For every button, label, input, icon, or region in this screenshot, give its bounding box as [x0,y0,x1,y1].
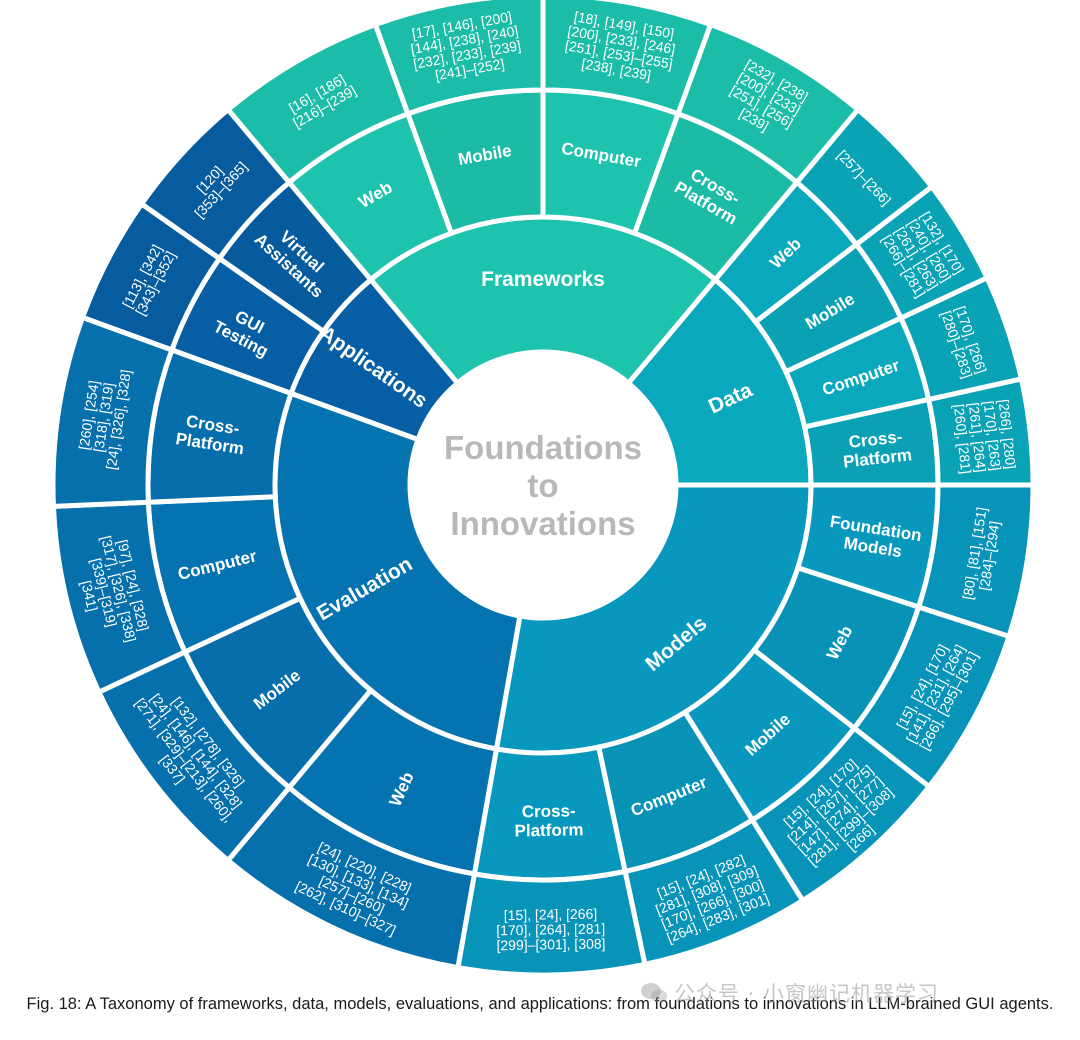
figure-caption: Fig. 18: A Taxonomy of frameworks, data,… [26,995,1054,1013]
taxonomy-sunburst: FrameworksDataModelsEvaluationApplicatio… [50,0,1036,978]
category-label-frameworks-line: Frameworks [481,268,605,291]
watermark-text: 公众号 · 小窗幽记机器学习 [674,982,940,1006]
reference-list: [266], [280][170], [263][261], [264][260… [951,398,1019,474]
reference-list-line: [260], [281] [951,403,975,474]
reference-list-line: [299]–[301], [308] [496,935,605,953]
reference-list-line: [170], [263] [981,400,1005,471]
category-label-frameworks: Frameworks [481,268,605,291]
center-title-line: to [527,467,558,504]
reference-list-line: [261], [264] [966,402,990,473]
reference-list-line: [341] [78,579,101,613]
reference-list: [15], [24], [266][170], [264], [281][299… [496,905,606,953]
watermark: 公众号 · 小窗幽记机器学习 [640,978,939,1008]
subcategory-label: Cross-Platform [514,801,584,840]
reference-wedge [138,106,293,262]
chat-bubble-icon [640,982,668,1004]
subcategory-label-line: Platform [514,820,583,840]
reference-list-line: [170], [264], [281] [496,920,605,938]
reference-list-line: [15], [24], [266] [504,906,598,924]
center-disc [408,350,678,620]
reference-list-line: [266], [280] [996,398,1020,469]
center-title-line: Foundations [444,429,642,466]
reference-ring: [16], [186][216]–[239][17], [146], [200]… [50,0,1036,978]
center-title-line: Innovations [450,505,635,542]
subcategory-label-line: Cross- [522,801,576,821]
